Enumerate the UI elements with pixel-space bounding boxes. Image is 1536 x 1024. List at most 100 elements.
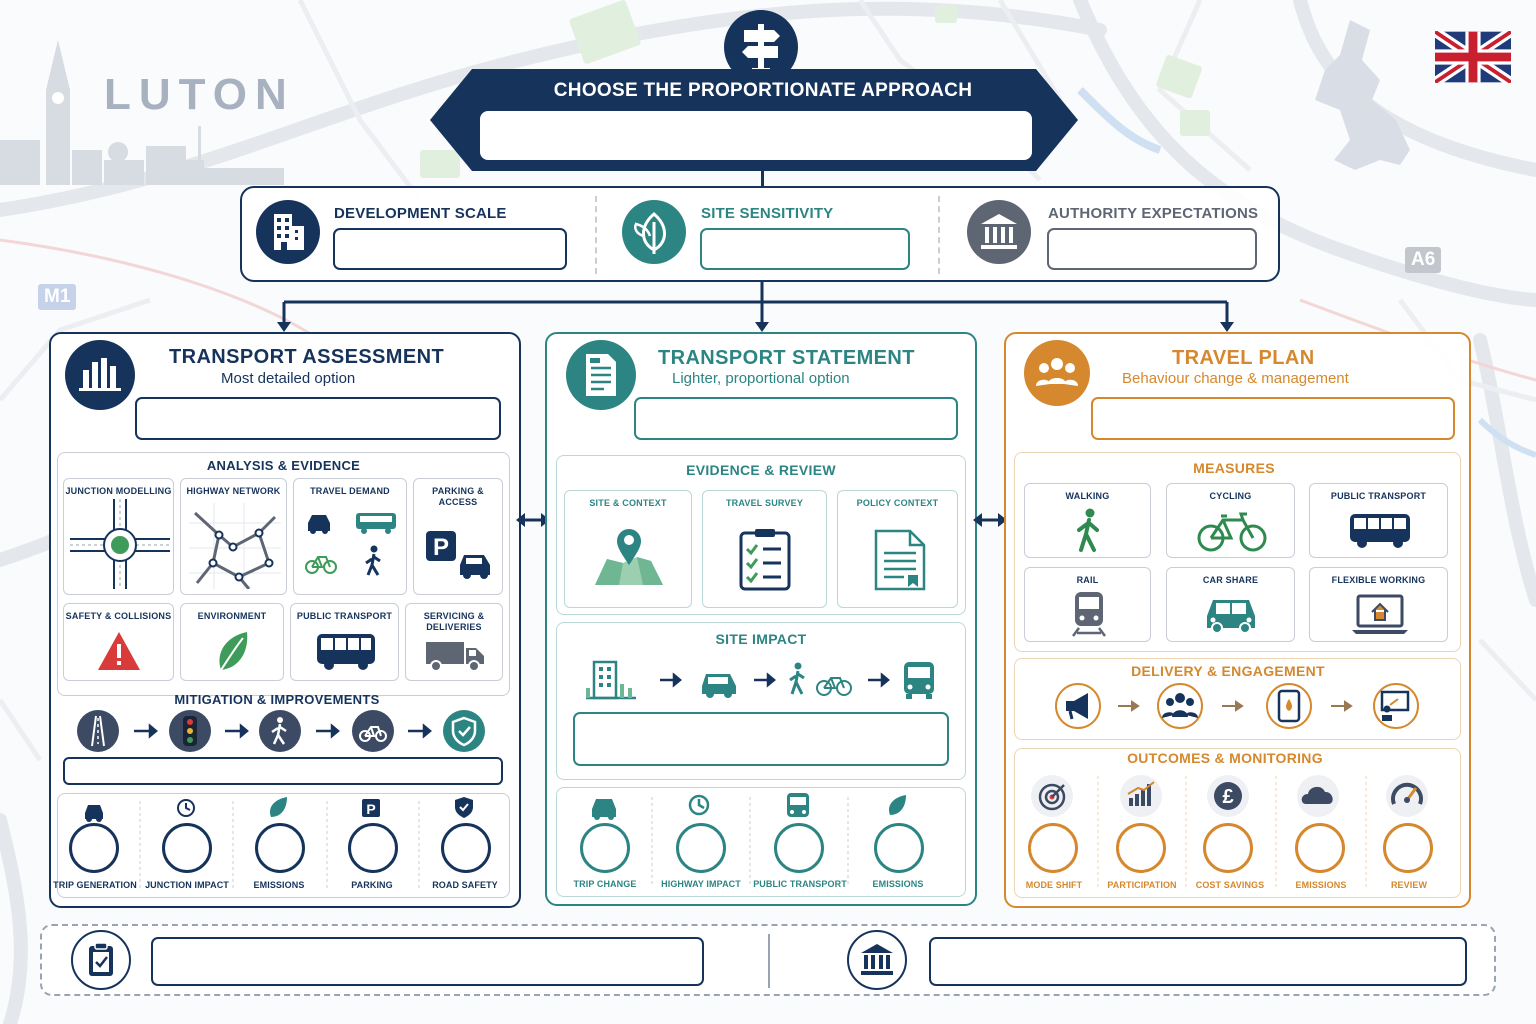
tile-highway-network[interactable]: HIGHWAY NETWORK xyxy=(180,478,287,595)
mitigation-flow xyxy=(77,710,485,752)
branch-connector xyxy=(277,282,1234,332)
outcome-label-emissions: EMISSIONS xyxy=(1295,880,1347,890)
building-icon xyxy=(256,200,320,264)
svg-text:P: P xyxy=(433,534,449,561)
tile-label: PUBLIC TRANSPORT xyxy=(1330,491,1427,501)
bicycle-icon xyxy=(1197,512,1267,552)
mitigation-title: MITIGATION & IMPROVEMENTS xyxy=(174,692,380,707)
delivery-engagement-title: DELIVERY & ENGAGEMENT xyxy=(1131,663,1325,679)
criteria-divider xyxy=(595,196,597,274)
development-scale-field[interactable] xyxy=(333,228,567,270)
travel-plan-field[interactable] xyxy=(1091,397,1455,440)
transport-assessment-title: TRANSPORT ASSESSMENT xyxy=(169,346,445,368)
output-label-emissions: EMISSIONS xyxy=(872,879,924,889)
cost-savings-ring xyxy=(1203,823,1253,873)
footer-divider xyxy=(768,934,770,988)
leaf-icon xyxy=(622,200,686,264)
tile-label: TRAVEL DEMAND xyxy=(310,486,390,496)
outcome-label-cost-savings: COST SAVINGS xyxy=(1195,880,1265,890)
analysis-evidence-title: ANALYSIS & EVIDENCE xyxy=(206,458,361,473)
svg-text:P: P xyxy=(366,801,375,817)
footer-left-field[interactable] xyxy=(151,937,704,986)
parking-icon: P xyxy=(426,531,490,579)
tile-label: TRAVEL SURVEY xyxy=(725,498,804,508)
transport-statement-subtitle: Lighter, proportional option xyxy=(672,370,850,387)
output-label-road-safety: ROAD SAFETY xyxy=(432,880,498,890)
signpost-icon xyxy=(742,24,780,72)
tile-rail[interactable]: RAIL xyxy=(1024,567,1151,642)
car-icon xyxy=(1207,600,1255,634)
criterion-label-authority-expectations: AUTHORITY EXPECTATIONS xyxy=(1048,205,1259,222)
tile-label: SITE & CONTEXT xyxy=(589,498,667,508)
tile-travel-survey[interactable]: TRAVEL SURVEY xyxy=(702,490,827,608)
tile-label: SAFETY & COLLISIONS xyxy=(65,611,172,621)
parking-ring xyxy=(348,823,398,873)
site-sensitivity-field[interactable] xyxy=(700,228,910,270)
delivery-flow xyxy=(1055,683,1419,729)
site-impact-title: SITE IMPACT xyxy=(715,631,807,647)
output-label-trip-generation: TRIP GENERATION xyxy=(53,880,137,890)
tile-walking[interactable]: WALKING xyxy=(1024,483,1151,558)
tile-label: POLICY CONTEXT xyxy=(856,498,939,508)
tile-label: PUBLIC TRANSPORT xyxy=(296,611,393,621)
train-icon xyxy=(1072,592,1106,637)
tile-label: FLEXIBLE WORKING xyxy=(1331,575,1426,585)
people-group-icon xyxy=(1024,340,1090,406)
document-icon xyxy=(566,340,636,410)
highway-impact-ring xyxy=(676,823,726,873)
output-label-parking: PARKING xyxy=(351,880,393,890)
emissions-ring xyxy=(1295,823,1345,873)
laptop-home-icon xyxy=(1352,594,1408,634)
output-label-trip-change: TRIP CHANGE xyxy=(573,879,637,889)
road-badge-m1: M1 xyxy=(38,284,77,310)
connector-line xyxy=(761,171,764,186)
criterion-label-development-scale: DEVELOPMENT SCALE xyxy=(334,205,507,222)
road-badge-a6: A6 xyxy=(1405,247,1442,273)
road-safety-ring xyxy=(441,823,491,873)
tile-label: CAR SHARE xyxy=(1202,575,1259,585)
outcome-label-participation: PARTICIPATION xyxy=(1107,880,1177,890)
measures-title: MEASURES xyxy=(1193,460,1275,476)
outcome-icons: £ xyxy=(1031,775,1428,890)
tile-site-context[interactable]: SITE & CONTEXT xyxy=(564,490,692,608)
tile-car-share[interactable]: CAR SHARE xyxy=(1166,567,1295,642)
outcomes-monitoring-box xyxy=(1014,748,1461,898)
mitigation-field[interactable] xyxy=(63,757,503,785)
bar-chart-icon xyxy=(65,340,135,410)
authority-expectations-field[interactable] xyxy=(1047,228,1257,270)
tile-label: RAIL xyxy=(1076,575,1099,585)
criterion-label-site-sensitivity: SITE SENSITIVITY xyxy=(701,205,834,222)
tile-cycling[interactable]: CYCLING xyxy=(1166,483,1295,558)
banner-input[interactable] xyxy=(480,111,1032,160)
tile-servicing-deliveries[interactable]: SERVICING & DELIVERIES xyxy=(405,603,503,681)
output-label-emissions: EMISSIONS xyxy=(253,880,305,890)
tile-label: ENVIRONMENT xyxy=(197,611,267,621)
emissions-ring xyxy=(255,823,305,873)
tile-policy-context[interactable]: POLICY CONTEXT xyxy=(837,490,958,608)
tile-flexible-working[interactable]: FLEXIBLE WORKING xyxy=(1309,567,1448,642)
tile-travel-demand[interactable]: TRAVEL DEMAND xyxy=(293,478,407,595)
tile-label: PARKING & ACCESS xyxy=(432,486,484,507)
leaf-icon xyxy=(219,632,248,671)
transport-statement-field[interactable] xyxy=(634,397,958,440)
transport-assessment-field[interactable] xyxy=(135,397,501,440)
review-ring xyxy=(1383,823,1433,873)
site-impact-field[interactable] xyxy=(573,712,949,766)
tile-public-transport[interactable]: PUBLIC TRANSPORT xyxy=(290,603,399,681)
tile-safety-collisions[interactable]: SAFETY & COLLISIONS xyxy=(63,603,174,681)
tile-parking-access[interactable]: PARKING & ACCESS P xyxy=(413,478,503,595)
policy-document-icon xyxy=(874,529,926,591)
trip-change-ring xyxy=(580,823,630,873)
transport-statement-title: TRANSPORT STATEMENT xyxy=(658,347,915,369)
tile-public-transport[interactable]: PUBLIC TRANSPORT xyxy=(1309,483,1448,558)
footer-right-field[interactable] xyxy=(929,937,1467,986)
map-pin-icon xyxy=(595,529,663,585)
transport-assessment-subtitle: Most detailed option xyxy=(221,370,356,387)
tile-environment[interactable]: ENVIRONMENT xyxy=(180,603,284,681)
banner-title: CHOOSE THE PROPORTIONATE APPROACH xyxy=(553,80,973,101)
warning-icon xyxy=(98,632,140,670)
tile-junction-modelling[interactable]: JUNCTION MODELLING xyxy=(63,478,174,595)
double-arrow-icon xyxy=(973,513,1007,527)
walking-icon xyxy=(1077,508,1099,552)
travel-plan-title: TRAVEL PLAN xyxy=(1172,347,1315,369)
